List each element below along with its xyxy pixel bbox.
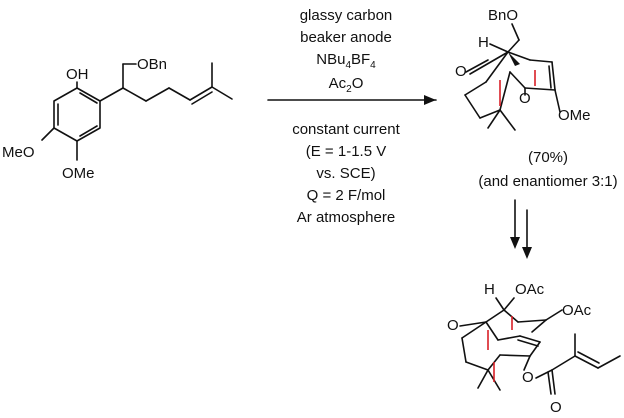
- ome-label: OMe: [558, 107, 591, 124]
- ketone-o-label: O: [455, 63, 467, 80]
- product-2: H OAc OAc O O O: [447, 281, 621, 416]
- enantiomer-note: (and enantiomer 3:1): [478, 173, 617, 190]
- condition-line: Ar atmosphere: [297, 209, 395, 226]
- conditions-above: glassy carbon beaker anode NBu4BF4 Ac2O: [300, 7, 393, 95]
- condition-line: constant current: [292, 121, 400, 138]
- condition-line: Ac2O: [329, 75, 364, 95]
- reaction-arrow: [267, 95, 437, 105]
- oac-label: OAc: [515, 281, 545, 298]
- starting-material: OH OBn MeO OMe: [2, 56, 233, 182]
- h-label: H: [484, 281, 495, 298]
- condition-line: vs. SCE): [316, 165, 375, 182]
- ester-o-label: O: [522, 369, 534, 386]
- conditions-below: constant current (E = 1-1.5 V vs. SCE) Q…: [292, 121, 400, 226]
- product-1: BnO H O O OMe: [455, 7, 618, 190]
- h-label: H: [478, 34, 489, 51]
- meo-label: MeO: [2, 144, 35, 161]
- ketone-o-label: O: [447, 317, 459, 334]
- condition-line: NBu4BF4: [316, 51, 376, 71]
- oac-label: OAc: [562, 302, 592, 319]
- carbonyl-o-label: O: [550, 399, 562, 416]
- tricyclic-skeleton: [459, 297, 621, 395]
- condition-line: Q = 2 F/mol: [307, 187, 386, 204]
- yield-label: (70%): [528, 149, 568, 166]
- side-chain: [99, 62, 233, 105]
- condition-line: (E = 1-1.5 V: [306, 143, 386, 160]
- ketone-o-label: O: [519, 90, 531, 107]
- condition-line: glassy carbon: [300, 7, 393, 24]
- meo-bond: [41, 127, 55, 141]
- multi-step-arrow: [510, 199, 532, 259]
- benzene-ring: [53, 87, 101, 142]
- oh-label: OH: [66, 66, 89, 83]
- bno-label: BnO: [488, 7, 518, 24]
- condition-line: beaker anode: [300, 29, 392, 46]
- bicyclic-skeleton: [464, 23, 561, 131]
- ome-label: OMe: [62, 165, 95, 182]
- obn-label: OBn: [137, 56, 167, 73]
